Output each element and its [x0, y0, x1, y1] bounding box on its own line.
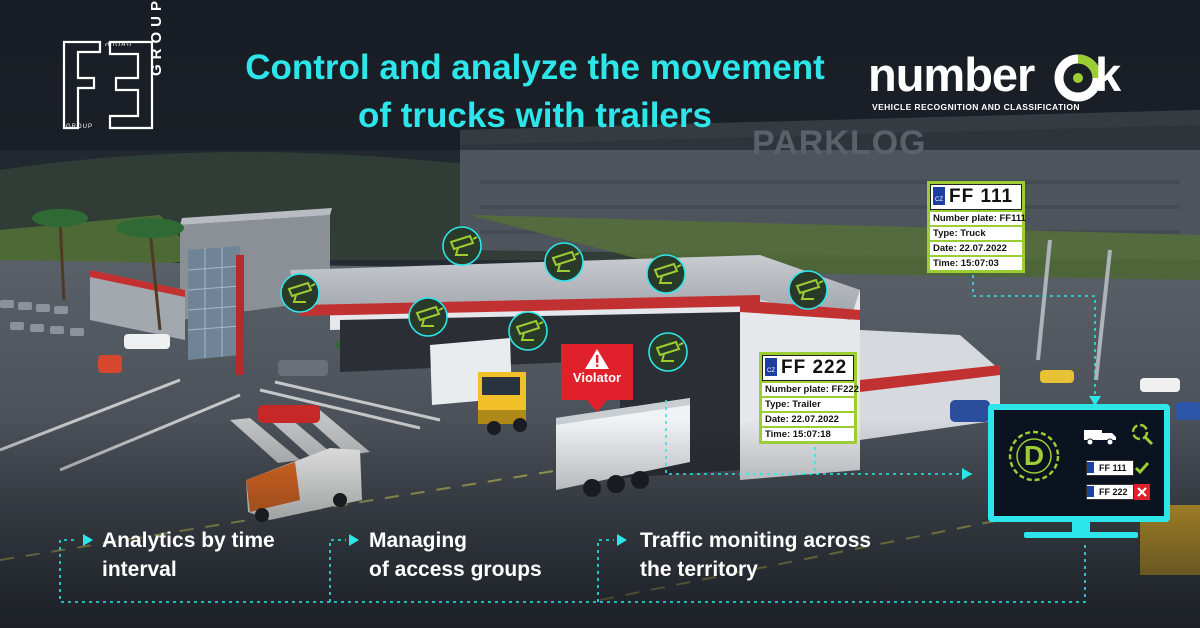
monitoring-display: D FF 111 FF 222 — [988, 404, 1170, 522]
plate-eu-band — [1087, 462, 1094, 473]
feature-traffic-monitoring: Traffic moniting across the territory — [640, 526, 871, 584]
x-icon — [1134, 484, 1150, 500]
chevron-right-icon — [349, 534, 359, 546]
country-code: CZ — [765, 358, 777, 376]
headline-line-2: of trucks with trailers — [358, 96, 712, 135]
chevron-right-icon — [617, 534, 627, 546]
feature-access-groups-line-1: Managing — [369, 529, 467, 552]
violator-label: Violator — [572, 370, 622, 385]
chevron-right-icon — [83, 534, 93, 546]
fe-group-logo — [62, 40, 154, 130]
warning-icon — [585, 349, 609, 369]
brand-tagline: VEHICLE RECOGNITION AND CLASSIFICATION — [872, 102, 1080, 112]
plate-number: FF 111 — [949, 186, 1014, 207]
monitor-plate-violation: FF 222 — [1086, 484, 1134, 500]
headline-line-1: Control and analyze the movement — [245, 48, 825, 87]
warehouse-sign: PARKLOG — [752, 124, 927, 162]
card-time: Time: 15:07:03 — [930, 257, 1022, 270]
card-number-plate: Number plate: FF222 — [762, 383, 859, 396]
fe-logo-small-top: GROUP — [104, 40, 132, 46]
country-code: CZ — [933, 187, 945, 205]
feature-access-groups-line-2: of access groups — [369, 558, 542, 581]
monitor-neck — [1072, 522, 1090, 534]
card-number-plate: Number plate: FF111 — [930, 212, 1026, 225]
fe-logo-vertical-text: GROUP — [148, 0, 165, 76]
feature-traffic-line-1: Traffic moniting across — [640, 529, 872, 552]
card-date: Date: 22.07.2022 — [930, 242, 1022, 255]
app-logo-letter: D — [1023, 440, 1045, 471]
card-type: Type: Truck — [930, 227, 1022, 240]
plate-badge: CZ FF 222 — [762, 355, 854, 381]
monitor-screen: D FF 111 FF 222 — [994, 410, 1164, 516]
app-logo-icon — [1008, 430, 1060, 482]
plate-number: FF 222 — [781, 357, 848, 378]
truck-icon — [1084, 430, 1116, 446]
card-time: Time: 15:07:18 — [762, 428, 854, 441]
violator-pointer — [586, 399, 608, 412]
feature-access-groups: Managing of access groups — [369, 526, 542, 584]
recognition-card-truck: CZ FF 111 Number plate: FF111 Type: Truc… — [927, 181, 1026, 273]
headline: Control and analyze the movement of truc… — [215, 44, 855, 140]
feature-analytics-line-1: Analytics by time — [102, 529, 275, 552]
feature-analytics-line-2: interval — [102, 558, 177, 581]
recognition-card-trailer: CZ FF 222 Number plate: FF222 Type: Trai… — [759, 352, 859, 444]
monitor-stand — [1024, 532, 1138, 538]
brand-o-ring-icon — [1054, 54, 1102, 102]
plate-badge: CZ FF 111 — [930, 184, 1022, 210]
violator-badge: Violator — [561, 344, 633, 400]
brand-name: number — [868, 48, 1035, 101]
search-icon — [1131, 423, 1154, 446]
card-date: Date: 22.07.2022 — [762, 413, 854, 426]
plate-eu-band — [1087, 486, 1094, 497]
brand-suffix: k — [1095, 48, 1122, 101]
feature-analytics: Analytics by time interval — [102, 526, 275, 584]
monitor-plate-ok: FF 111 — [1086, 460, 1134, 476]
card-type: Type: Trailer — [762, 398, 854, 411]
fe-logo-small-bottom: GROUP — [66, 124, 94, 130]
feature-traffic-line-2: the territory — [640, 558, 758, 581]
check-icon — [1134, 462, 1150, 475]
